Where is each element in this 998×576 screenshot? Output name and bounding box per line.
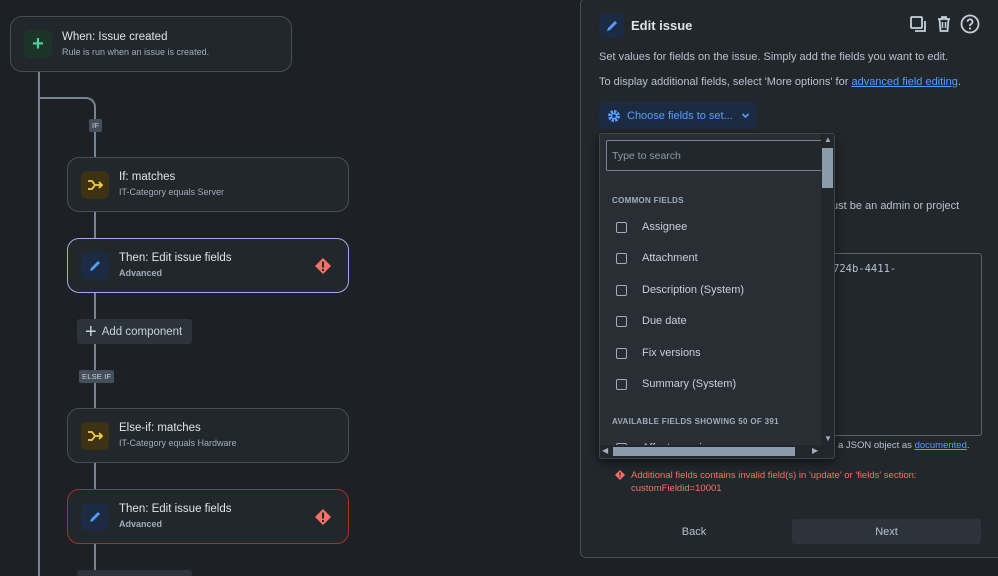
scroll-right-icon[interactable]: ▶ [812,446,819,455]
error-icon [315,257,331,274]
action-title: Then: Edit issue fields [119,252,232,264]
error-icon [615,470,625,480]
trigger-title: When: Issue created [62,30,168,43]
copy-icon[interactable] [908,14,928,34]
gear-icon [608,109,620,122]
choose-fields-dropdown: COMMON FIELDS Assignee Attachment Descri… [599,133,835,459]
panel-description: Set values for fields on the issue. Simp… [599,51,949,63]
common-fields-header: COMMON FIELDS [612,196,684,205]
plus-icon: + [24,30,52,58]
field-option[interactable]: Assignee [600,213,822,241]
plus-icon: + [85,320,97,343]
field-option-label: Fix versions [642,347,701,359]
trigger-subtitle: Rule is run when an issue is created. [62,46,210,57]
scrollbar-thumb[interactable] [613,447,795,456]
additional-fields-editor[interactable]: 724b-4411- [822,253,982,436]
condition-subtitle: IT-Category equals Hardware [119,438,237,448]
connector-line [94,462,96,490]
condition-card[interactable]: Else-if: matches IT-Category equals Hard… [67,408,349,463]
connector-line [94,211,96,239]
json-hint-suffix: . [966,440,970,451]
checkbox[interactable] [616,221,627,233]
checkbox[interactable] [616,347,627,359]
connector-line [94,110,96,158]
error-text: Additional fields contains invalid field… [631,470,917,494]
panel-description-2: To display additional fields, select 'Mo… [599,76,961,88]
json-content: 724b-4411- [833,263,897,275]
panel-title: Edit issue [631,18,693,33]
documented-link[interactable]: documented [914,440,967,451]
condition-title: Else-if: matches [119,422,201,434]
checkbox[interactable] [616,315,627,327]
checkbox[interactable] [616,252,627,264]
condition-title: If: matches [119,171,176,183]
json-hint-prefix: a JSON object as [838,440,915,451]
checkbox[interactable] [616,378,627,390]
help-icon[interactable] [960,14,980,34]
add-component-label: Add component [101,325,183,338]
connector-line [38,70,40,576]
add-component-button[interactable]: + Add component [77,319,192,344]
scroll-left-icon[interactable]: ◀ [602,446,609,455]
field-option[interactable]: Description (System) [600,276,822,304]
field-search-input[interactable] [606,140,825,171]
chevron-down-icon [741,113,749,119]
action-subtitle: Advanced [119,519,163,529]
next-button[interactable]: Next [792,519,981,544]
desc2-prefix: To display additional fields, select 'Mo… [599,76,852,88]
field-option-label: Summary (System) [642,378,737,390]
add-component-button-partial[interactable] [77,570,192,576]
advanced-field-editing-link[interactable]: advanced field editing [851,76,958,88]
desc2-suffix: . [957,76,961,88]
available-fields-header: AVAILABLE FIELDS SHOWING 50 OF 391 [612,417,779,426]
back-button[interactable]: Back [681,525,707,538]
field-option-label: Description (System) [642,284,745,296]
if-pill: IF [89,119,103,132]
field-option[interactable]: Summary (System) [600,370,822,398]
field-option[interactable]: Fix versions [600,339,822,367]
permission-note: ust be an admin or project [832,200,960,212]
action-card-selected[interactable]: Then: Edit issue fields Advanced [67,238,349,293]
condition-subtitle: IT-Category equals Server [119,187,225,197]
vertical-scrollbar[interactable]: ▲ ▼ [821,134,834,446]
action-subtitle: Advanced [119,268,163,278]
trigger-card[interactable]: + When: Issue created Rule is run when a… [10,16,292,72]
validation-error: Additional fields contains invalid field… [615,469,937,495]
scrollbar-thumb[interactable] [822,148,833,188]
scroll-down-icon[interactable]: ▼ [824,434,832,443]
connector-curve [78,97,96,111]
field-option-label: Attachment [642,252,698,264]
branch-icon [81,170,109,199]
field-option-label: Due date [642,315,687,327]
pencil-icon [81,251,109,280]
trash-icon[interactable] [934,14,954,34]
error-icon [315,508,331,525]
checkbox[interactable] [616,284,627,296]
branch-icon [81,421,109,450]
choose-fields-button[interactable]: Choose fields to set... [599,102,757,129]
field-option[interactable]: Due date [600,307,822,335]
scroll-up-icon[interactable]: ▲ [824,135,832,144]
else-if-pill: ELSE IF [79,370,115,383]
choose-fields-label: Choose fields to set... [627,109,733,122]
pencil-icon [81,502,109,531]
action-title: Then: Edit issue fields [119,503,232,515]
json-hint: a JSON object as documented. [838,440,970,451]
horizontal-scrollbar[interactable]: ◀ ▶ [600,445,834,458]
field-option-label: Assignee [642,221,688,233]
panel-toolbar [908,14,980,34]
connector-line [94,543,96,576]
pencil-icon [599,13,624,38]
condition-card[interactable]: If: matches IT-Category equals Server [67,157,349,212]
field-option[interactable]: Attachment [600,244,822,272]
connector-line [94,292,96,320]
action-card-error[interactable]: Then: Edit issue fields Advanced [67,489,349,544]
connector-line [38,97,80,99]
panel-header: Edit issue [599,13,692,38]
